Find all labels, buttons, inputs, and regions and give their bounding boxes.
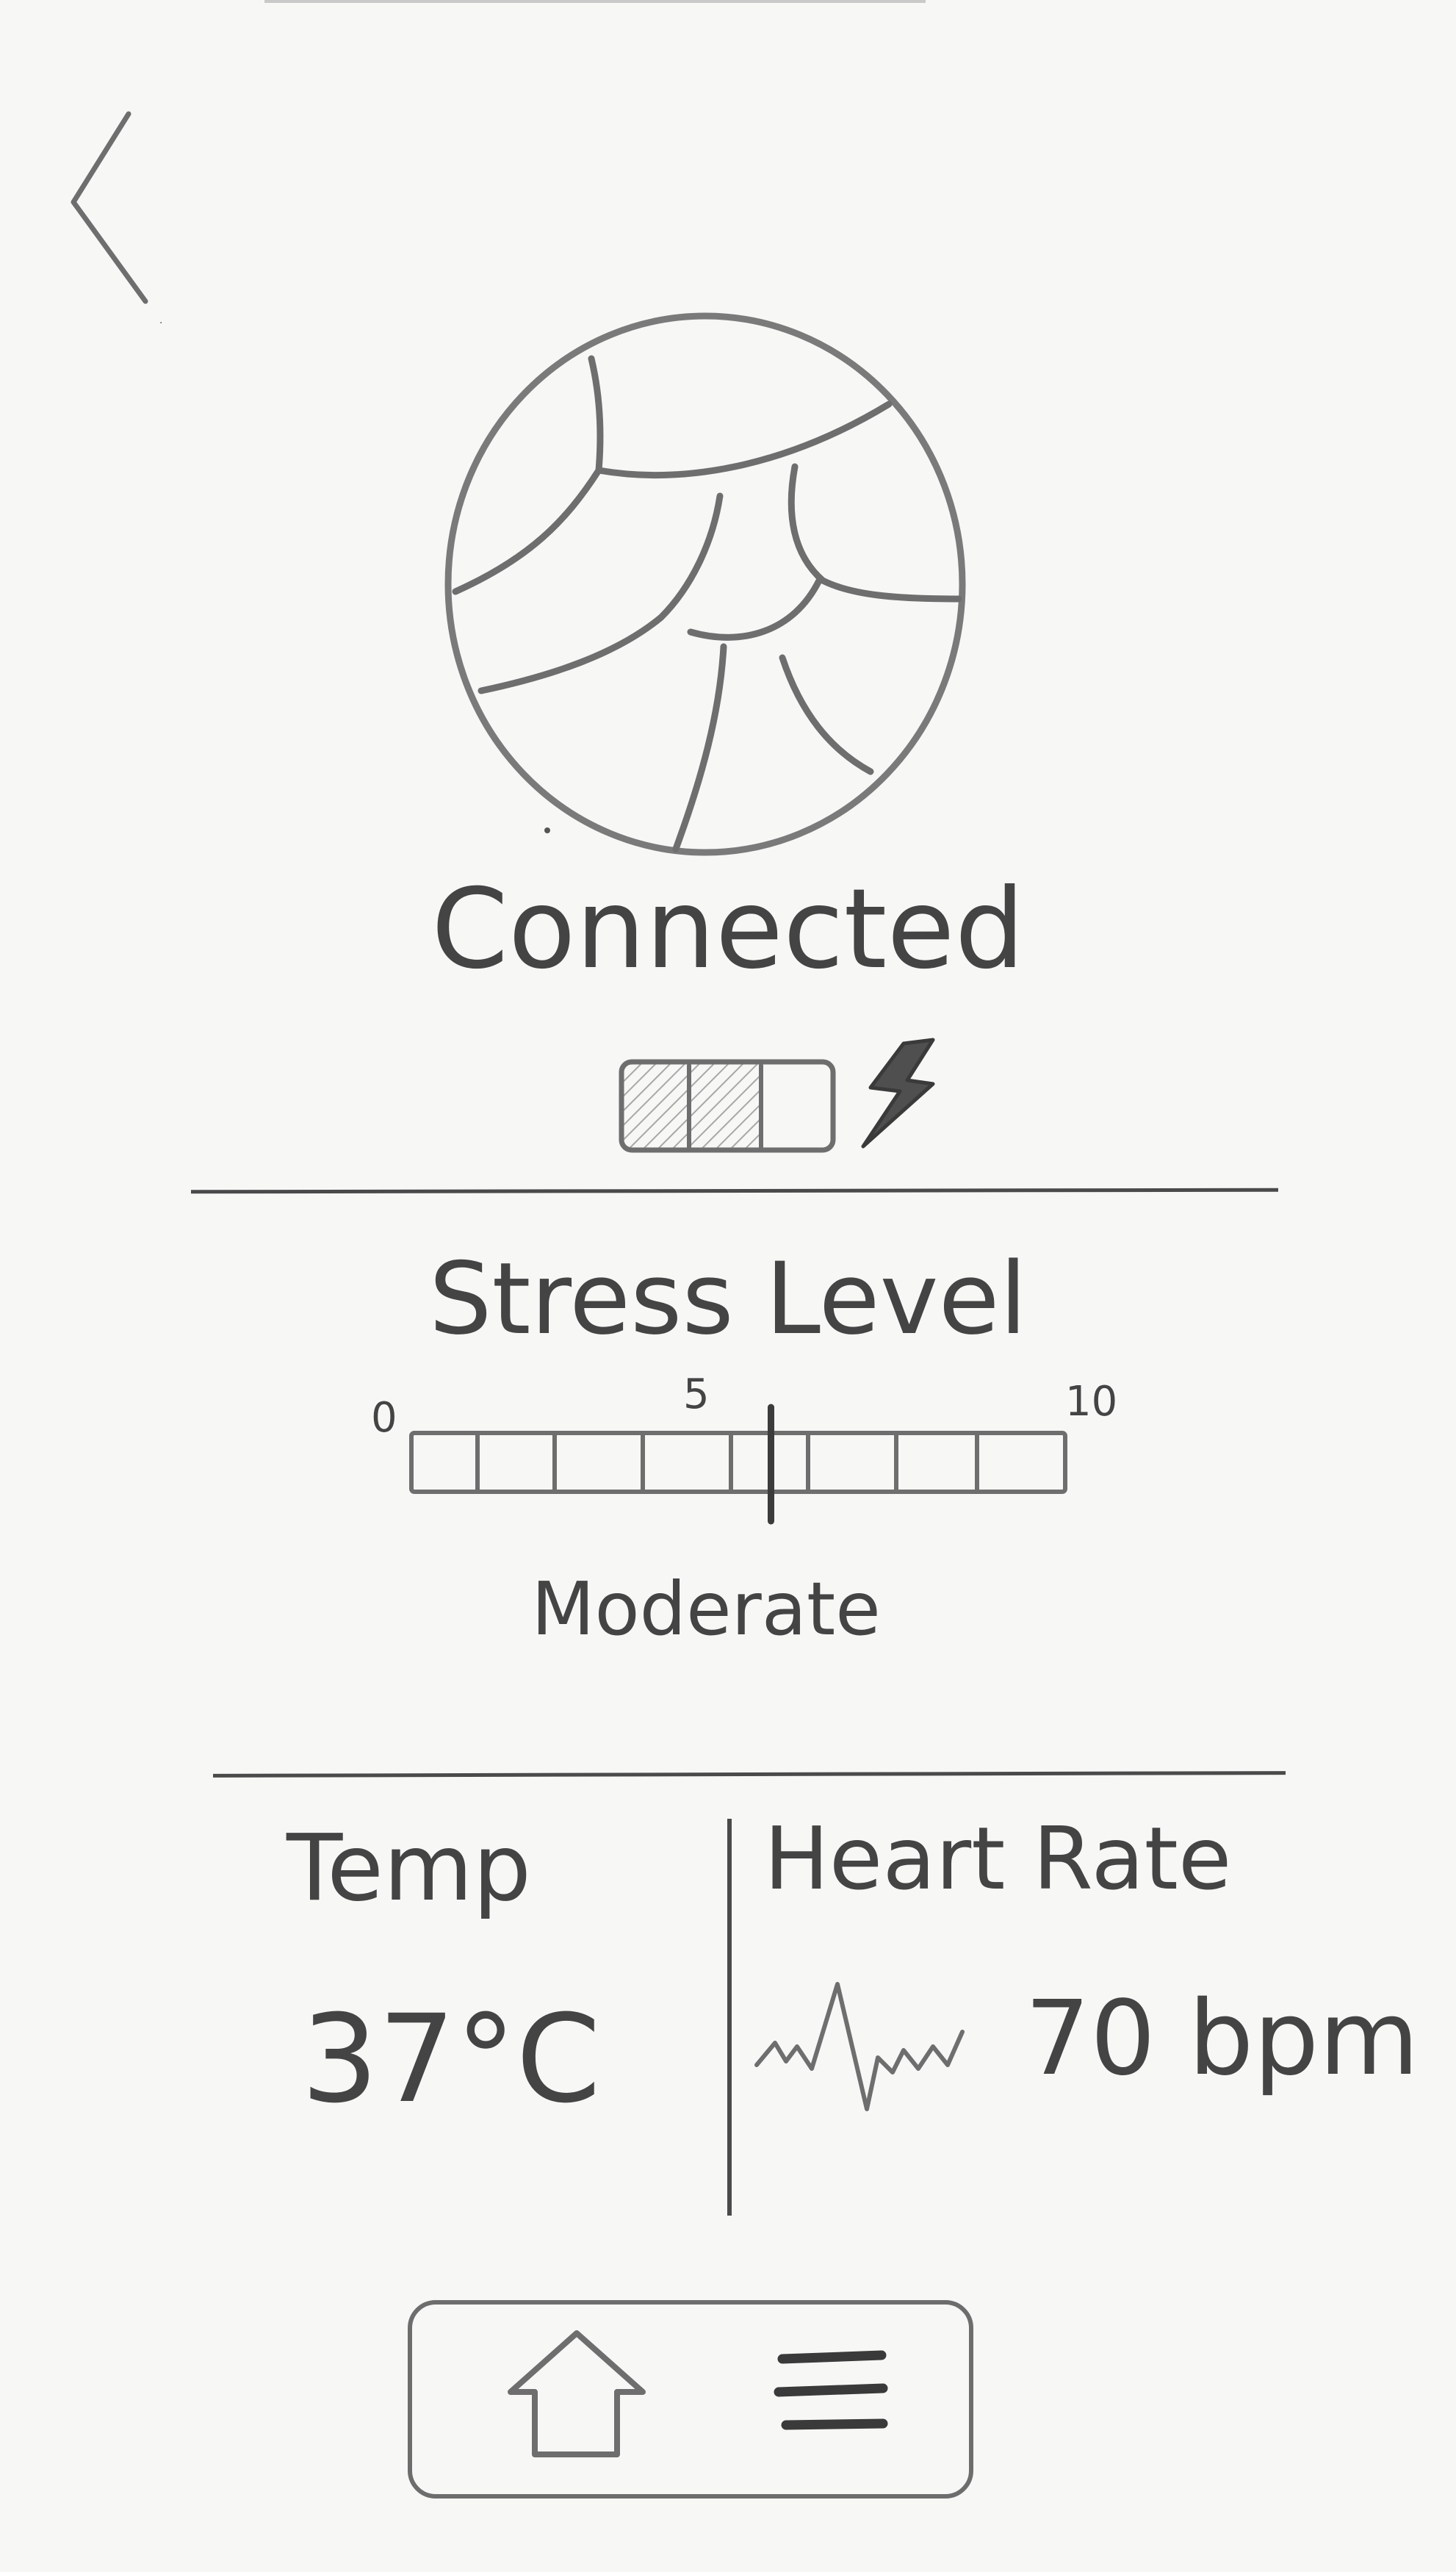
screen-top-edge (264, 0, 926, 7)
section-divider (212, 1771, 1286, 1778)
stress-mid-label: 5 (683, 1371, 710, 1418)
lightning-bolt-icon (861, 1038, 935, 1149)
home-button[interactable] (500, 2322, 654, 2462)
hamburger-menu-icon (774, 2350, 888, 2430)
cracked-sphere-icon (444, 312, 966, 856)
heart-rate-label: Heart Rate (764, 1808, 1232, 1909)
stress-level-slider[interactable] (397, 1393, 1080, 1540)
slider-track (409, 1431, 1067, 1494)
device-graphic (441, 301, 970, 860)
stress-level-title: Stress Level (428, 1241, 1028, 1357)
menu-button[interactable] (749, 2315, 911, 2462)
section-divider (190, 1188, 1279, 1194)
back-button[interactable] (59, 103, 163, 325)
connection-status: Connected (431, 866, 1025, 994)
heartbeat-wave-icon (749, 1962, 970, 2131)
stress-max-label: 10 (1065, 1378, 1118, 1426)
heart-rate-value: 70 bpm (1025, 1979, 1419, 2099)
chevron-left-icon (71, 111, 163, 325)
battery-icon (619, 1059, 836, 1153)
temperature-label: Temp (286, 1815, 532, 1922)
temperature-value: 37°C (301, 1989, 601, 2130)
metrics-vertical-divider (727, 1819, 732, 2216)
home-icon (508, 2330, 646, 2457)
bottom-navigation-bar (408, 2300, 973, 2499)
stress-status-text: Moderate (531, 1566, 881, 1652)
battery-indicator (610, 1021, 962, 1168)
stress-min-label: 0 (371, 1394, 397, 1442)
